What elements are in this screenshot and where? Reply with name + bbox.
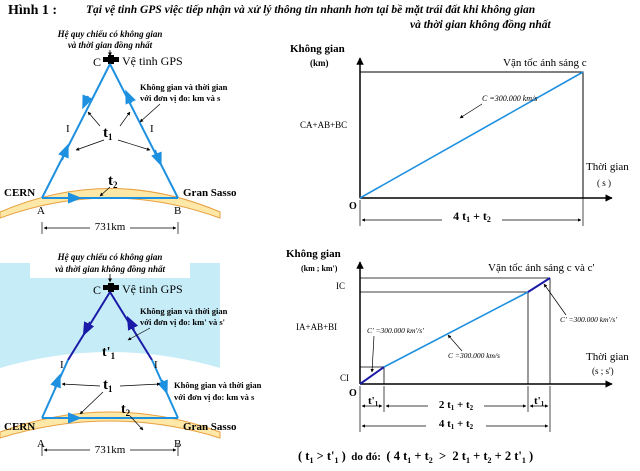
bl-cern-label: CERN	[4, 421, 35, 433]
tl-ray-label-left: I	[66, 123, 70, 135]
bottom-right-graph: Không gian (km ; km') Vận tốc ánh sáng c…	[286, 248, 629, 432]
bottom-left-diagram: Hệ quy chiếu có không gian và thời gian …	[0, 252, 262, 456]
bl-satellite-icon	[103, 283, 119, 292]
figure-caption-line2: và thời gian không đồng nhất	[410, 19, 551, 31]
top-left-diagram: Hệ quy chiếu có không gian và thời gian …	[0, 29, 237, 234]
br-xunit: (s ; s')	[592, 366, 614, 376]
tl-space-time-line2: với đơn vị đo: km và s	[140, 93, 221, 103]
tr-frame	[359, 71, 584, 199]
tl-distance: 731km	[95, 221, 126, 233]
tl-ray-label-right: I	[150, 123, 154, 135]
bl-t1-prime: t'1	[102, 345, 116, 361]
tl-gran-sasso-label: Gran Sasso	[183, 187, 237, 199]
br-seg1-label: t'1	[368, 395, 379, 408]
tl-point-a: A	[37, 205, 45, 217]
br-cprime-right: C' =300.000 km'/s'	[560, 315, 617, 324]
br-ylabel: Không gian	[286, 248, 341, 260]
bl-point-c: C	[93, 283, 101, 297]
tl-ray-ca	[41, 63, 111, 199]
br-origin: O	[349, 388, 357, 399]
br-segment-2	[383, 291, 529, 368]
br-ic: IC	[336, 281, 345, 291]
tl-t1: t1	[103, 125, 113, 142]
top-right-graph: Không gian (km) Vận tốc ánh sáng c CA+AB…	[290, 43, 629, 226]
bl-space-band	[0, 263, 220, 368]
tl-frame-line1: Hệ quy chiếu có không gian	[57, 29, 163, 39]
tl-satellite-label: Vệ tinh GPS	[122, 54, 183, 68]
bl-t2: t2	[121, 402, 131, 418]
br-cprime-left: C' =300.000 km'/s'	[367, 326, 424, 335]
br-c-mid: C =300.000 km/s	[448, 351, 500, 360]
bl-satellite-label: Vệ tinh GPS	[122, 282, 183, 296]
br-segment-3	[527, 277, 551, 293]
br-seg2-label: 2 t1 + t2	[439, 399, 474, 412]
tr-speed: C =300.000 km/s	[482, 94, 537, 103]
figure-caption-line1: Tại vệ tinh GPS việc tiếp nhận và xử lý …	[86, 4, 536, 16]
br-total-label: 4 t1 + t2	[439, 418, 474, 431]
bl-upper-space-line2: với đơn vị đo: km' và s'	[140, 317, 225, 327]
tl-point-c: C	[93, 55, 101, 69]
tl-cern-label: CERN	[4, 187, 35, 199]
tr-yvalue: CA+AB+BC	[300, 120, 347, 130]
tr-light-line	[359, 71, 584, 199]
bl-lower-space-line1: Không gian và thời gian	[174, 380, 262, 390]
bl-gran-sasso-label: Gran Sasso	[183, 421, 237, 433]
br-segment-1	[359, 366, 385, 385]
figure-title: Hình 1 :	[8, 3, 58, 18]
tl-ray-cb	[109, 63, 179, 199]
br-seg3-label: t'1	[534, 395, 545, 408]
tr-xlabel: Thời gian	[586, 161, 629, 173]
tr-line-label: Vận tốc ánh sáng c	[503, 57, 587, 69]
tr-ylabel: Không gian	[290, 43, 345, 55]
bl-point-a: A	[37, 438, 45, 450]
bl-ray-label-left: I	[60, 359, 64, 371]
br-ci: CI	[340, 373, 349, 383]
tl-space-time-line1: Không gian và thời gian	[140, 82, 228, 92]
tr-xunit: ( s )	[597, 178, 611, 188]
bl-frame-line1: Hệ quy chiếu có không gian	[57, 252, 163, 262]
tl-frame-line2: và thời gian đồng nhất	[68, 40, 153, 50]
bl-frame-line2: và thời gian không đồng nhất	[55, 264, 166, 274]
br-yunit: (km ; km')	[301, 264, 338, 273]
tl-satellite-icon	[103, 55, 119, 64]
tr-origin: O	[349, 201, 357, 212]
bl-t1: t1	[103, 377, 113, 394]
tl-point-b: B	[174, 205, 181, 217]
bl-ray-label-right: I	[154, 359, 158, 371]
tr-yunit: (km)	[310, 58, 329, 68]
bl-upper-space-line1: Không gian và thời gian	[140, 306, 228, 316]
footer-formula: ( t1 > t'1 ) do đó: ( 4 t1 + t2 > 2 t1 +…	[298, 449, 533, 465]
br-iabbi: IA+AB+BI	[296, 322, 337, 332]
tl-earth-surface	[0, 188, 221, 219]
tl-t2: t2	[108, 173, 118, 190]
tr-x-expression: 4 t1 + t2	[453, 209, 491, 224]
bl-lower-space-line2: với đơn vị đo: km và s	[174, 392, 255, 402]
br-xlabel: Thời gian	[586, 351, 629, 363]
br-line-label: Vận tốc ánh sáng c và c'	[488, 262, 594, 274]
bl-distance: 731km	[95, 444, 126, 456]
